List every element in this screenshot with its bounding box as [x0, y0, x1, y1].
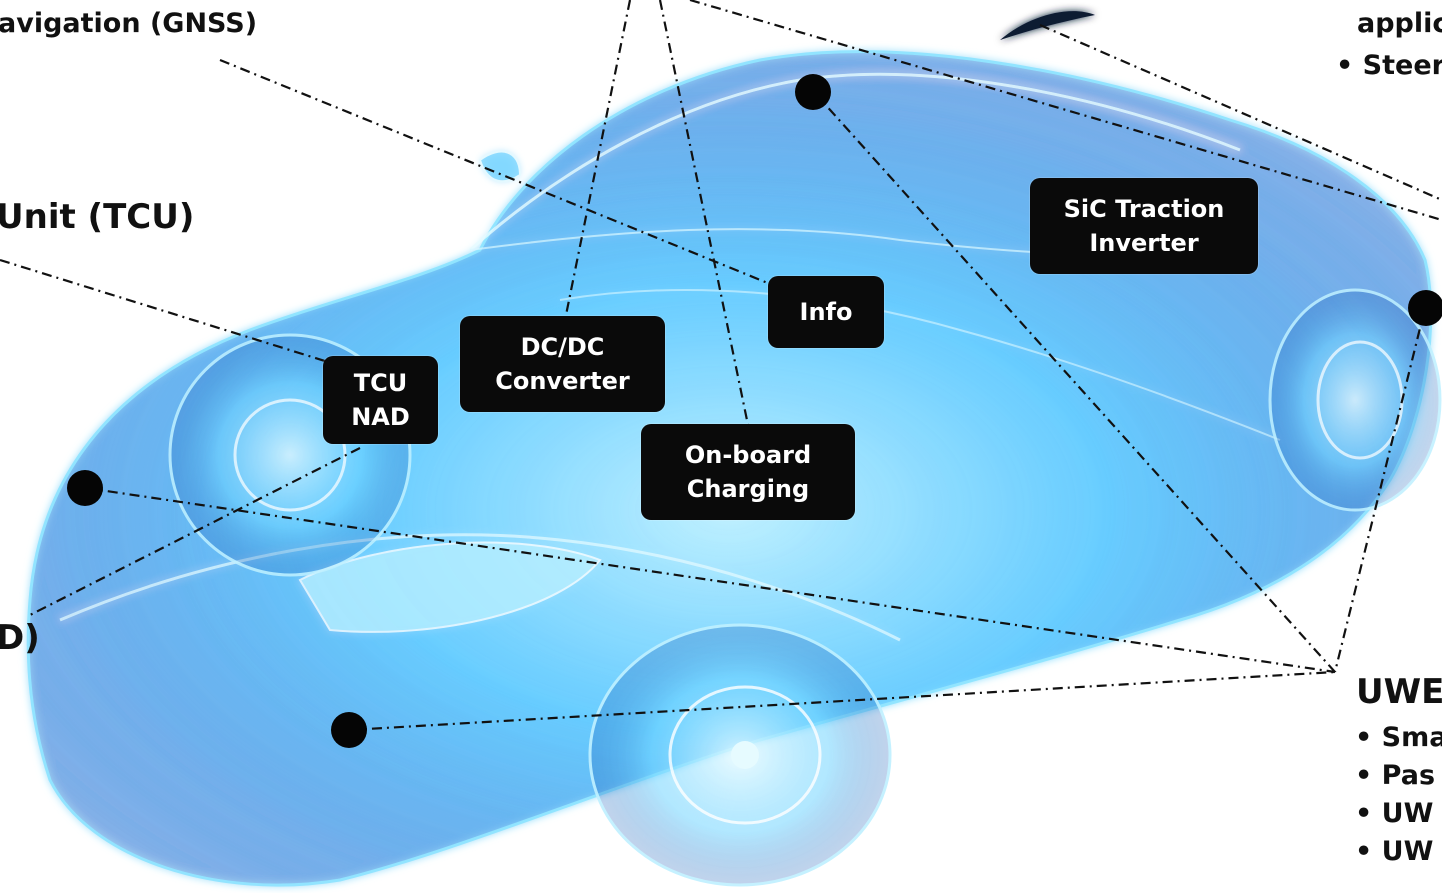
nad-fragment-label: D) [0, 618, 40, 658]
info-label: Info [799, 298, 853, 326]
application-label: applic [1357, 8, 1442, 39]
leader-lines [0, 0, 1442, 732]
uwb-bullet-2: • Pas [1355, 760, 1436, 791]
tcu-nad-box: TCU NAD [323, 356, 438, 444]
info-box: Info [768, 276, 884, 348]
sic-traction-inverter-label: SiC Traction Inverter [1063, 195, 1225, 257]
on-board-charging-label: On-board Charging [684, 441, 812, 503]
uwb-bullet-4: • UW [1355, 836, 1434, 867]
tcu-unit-label: Unit (TCU) [0, 197, 195, 237]
uwb-bullet-1: • Sma [1355, 722, 1442, 753]
front-bumper-anchor-dot [331, 712, 367, 748]
uwb-title: UWE [1356, 672, 1442, 712]
steering-bullet: • Steer [1336, 50, 1442, 81]
cabin-anchor-dot [795, 74, 831, 110]
dcdc-converter-box: DC/DC Converter [460, 316, 665, 412]
front-right-wheel [588, 623, 892, 887]
dcdc-converter-label: DC/DC Converter [495, 333, 630, 395]
sic-traction-inverter-box: SiC Traction Inverter [1030, 178, 1258, 274]
gnss-label: avigation (GNSS) [0, 8, 258, 39]
uwb-bullet-3: • UW [1355, 798, 1434, 829]
rear-right-wheel [1268, 288, 1442, 512]
rear-anchor-dot [1408, 290, 1442, 326]
front-left-anchor-dot [67, 470, 103, 506]
on-board-charging-box: On-board Charging [641, 424, 855, 520]
tcu-nad-label: TCU NAD [351, 369, 410, 431]
